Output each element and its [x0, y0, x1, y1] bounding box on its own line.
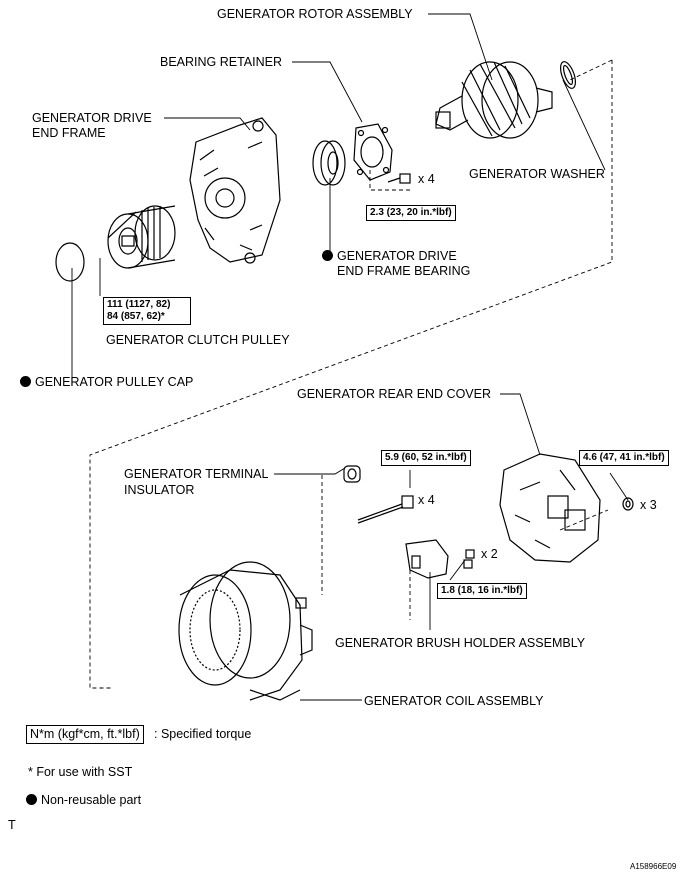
assembly-boundary-dashed — [89, 59, 613, 689]
label-washer: GENERATOR WASHER — [469, 167, 605, 181]
terminal-insulator-drawing — [343, 465, 361, 483]
terminal-bolt-drawing — [357, 495, 414, 524]
torque-brush-screw: 1.8 (18, 16 in.*lbf) — [437, 583, 527, 599]
brush-screw-drawing — [463, 549, 475, 569]
bearing-retainer-drawing — [353, 123, 393, 181]
rear-end-cover-drawing — [499, 453, 601, 563]
legend-non-reusable-text: Non-reusable part — [41, 793, 142, 807]
label-clutch-pulley: GENERATOR CLUTCH PULLEY — [106, 333, 290, 347]
label-rotor-assembly: GENERATOR ROTOR ASSEMBLY — [217, 7, 413, 21]
torque-terminal-bolt: 5.9 (60, 52 in.*lbf) — [381, 450, 471, 466]
label-terminal-insulator-1: GENERATOR TERMINAL — [124, 467, 269, 481]
figure-id: A158966E09 — [630, 862, 677, 871]
brush-holder-drawing — [405, 539, 449, 579]
label-bearing-retainer: BEARING RETAINER — [160, 55, 283, 69]
label-drive-end-frame-2: END FRAME — [32, 126, 106, 140]
torque-pulley: 111 (1127, 82) 84 (857, 62)* — [103, 297, 191, 325]
drive-end-frame-drawing — [189, 117, 281, 264]
label-drive-end-frame-bearing-2: END FRAME BEARING — [337, 264, 471, 278]
legend-torque-text: : Specified torque — [154, 727, 252, 741]
label-terminal-insulator-2: INSULATOR — [124, 483, 195, 497]
non-reusable-dot-icon — [20, 376, 31, 387]
coil-assembly-drawing — [178, 561, 313, 701]
cover-nut-drawing — [622, 497, 634, 511]
qty-terminal-bolt: x 4 — [418, 493, 435, 507]
retainer-bolt-drawing — [387, 173, 411, 184]
label-coil-assembly: GENERATOR COIL ASSEMBLY — [364, 694, 544, 708]
legend-t-mark: T — [8, 818, 16, 832]
qty-retainer-bolt: x 4 — [418, 172, 435, 186]
torque-pulley-line1: 111 (1127, 82) — [107, 299, 171, 310]
clutch-pulley-drawing — [107, 205, 176, 269]
drive-end-frame-bearing-drawing — [312, 140, 346, 186]
label-pulley-cap: GENERATOR PULLEY CAP — [20, 375, 193, 390]
label-rear-end-cover: GENERATOR REAR END COVER — [297, 387, 492, 401]
qty-cover-nut: x 3 — [640, 498, 657, 512]
washer-drawing — [560, 61, 576, 89]
legend-non-reusable: Non-reusable part — [26, 793, 141, 807]
label-text: GENERATOR DRIVE — [337, 249, 457, 263]
non-reusable-dot-icon — [26, 794, 37, 805]
label-drive-end-frame-bearing-1: GENERATOR DRIVE — [322, 249, 457, 264]
pulley-cap-drawing — [55, 242, 85, 282]
non-reusable-dot-icon — [322, 250, 333, 261]
torque-cover-nut: 4.6 (47, 41 in.*lbf) — [579, 450, 669, 466]
legend-sst-note: * For use with SST — [28, 765, 133, 779]
label-drive-end-frame-1: GENERATOR DRIVE — [32, 111, 152, 125]
torque-retainer-bolt: 2.3 (23, 20 in.*lbf) — [366, 205, 456, 221]
rotor-assembly-drawing — [435, 61, 553, 139]
qty-brush-screw: x 2 — [481, 547, 498, 561]
legend-torque-box: N*m (kgf*cm, ft.*lbf) — [26, 725, 144, 744]
leader-lines — [71, 13, 629, 701]
label-brush-holder: GENERATOR BRUSH HOLDER ASSEMBLY — [335, 636, 586, 650]
torque-pulley-line2: 84 (857, 62)* — [107, 311, 165, 322]
label-text: GENERATOR PULLEY CAP — [35, 375, 194, 389]
